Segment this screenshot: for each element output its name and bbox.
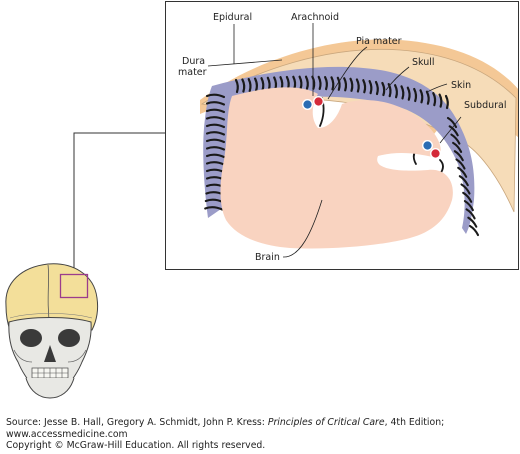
- fold-stroke: [400, 85, 405, 100]
- fold-stroke: [205, 101, 226, 106]
- vein-icon: [302, 98, 314, 110]
- fold-stroke: [452, 141, 463, 153]
- subdural-leader: [439, 116, 462, 144]
- fold-stroke: [438, 93, 443, 108]
- artery-icon: [313, 95, 325, 107]
- fold-stroke: [205, 131, 226, 136]
- fold-stroke: [254, 77, 258, 92]
- zoom-connector: [73, 132, 165, 274]
- label-pia-mater: Pia mater: [356, 36, 402, 47]
- fold-stroke: [336, 76, 341, 91]
- caption-source-line: Source: Jesse B. Hall, Gregory A. Schmid…: [6, 417, 516, 429]
- human-skull-icon: [5, 263, 99, 399]
- fold-stroke: [448, 125, 459, 137]
- caption-website: www.accessmedicine.com: [6, 428, 128, 440]
- label-subdural: Subdural: [464, 100, 507, 111]
- brain-leader: [282, 199, 323, 258]
- fold-stroke: [465, 208, 476, 220]
- fold-stroke: [468, 224, 480, 237]
- fold-stroke: [324, 76, 328, 91]
- fold-stroke: [462, 191, 473, 203]
- fold-stroke: [205, 138, 226, 144]
- caption-source-prefix: Source: Jesse B. Hall, Gregory A. Schmid…: [6, 417, 268, 428]
- fold-stroke: [247, 78, 252, 93]
- fold-stroke: [205, 116, 226, 121]
- fold-stroke: [419, 89, 424, 104]
- fold-stroke: [467, 216, 478, 228]
- fold-stroke: [368, 80, 373, 95]
- fold-stroke: [205, 146, 226, 151]
- fold-stroke: [205, 108, 226, 114]
- fold-stroke: [204, 206, 224, 211]
- fold-stroke: [205, 93, 226, 99]
- fold-stroke: [455, 158, 466, 170]
- pia-mater-leader: [327, 46, 368, 100]
- label-dura-mater-line1: Dura: [182, 56, 205, 67]
- fold-stroke: [394, 84, 398, 99]
- fold-stroke: [205, 123, 226, 129]
- label-skin: Skin: [451, 80, 471, 91]
- label-arachnoid: Arachnoid: [291, 12, 339, 23]
- skin-leader: [426, 83, 448, 93]
- fold-stroke: [205, 161, 226, 166]
- fold-stroke: [425, 90, 430, 105]
- fold-stroke: [453, 150, 464, 162]
- fold-stroke: [406, 86, 411, 101]
- fold-stroke: [413, 87, 418, 103]
- brain-tissue: [220, 87, 453, 249]
- source-caption: Source: Jesse B. Hall, Gregory A. Schmid…: [6, 417, 516, 452]
- fold-stroke: [234, 78, 239, 94]
- fold-stroke: [330, 76, 335, 91]
- fold-stroke: [387, 83, 392, 98]
- caption-source-suffix: , 4th Edition;: [384, 417, 445, 428]
- fold-stroke: [317, 75, 322, 90]
- vein-icon: [422, 139, 434, 151]
- fold-stroke: [446, 116, 458, 129]
- label-epidural: Epidural: [213, 12, 252, 23]
- fold-stroke: [205, 153, 226, 159]
- fold-stroke: [444, 94, 449, 110]
- fold-stroke: [460, 183, 471, 195]
- fold-stroke: [362, 79, 367, 94]
- fold-stroke: [458, 175, 469, 187]
- meninges-layer: [203, 66, 475, 234]
- fold-stroke: [457, 166, 468, 178]
- artery-icon: [430, 147, 442, 159]
- fold-stroke: [241, 78, 246, 93]
- fold-stroke: [432, 92, 437, 107]
- fold-stroke: [381, 81, 386, 97]
- label-brain: Brain: [255, 252, 280, 263]
- fold-stroke: [450, 133, 461, 145]
- vessel-pair-right: [422, 139, 442, 159]
- highlight-region-box: [59, 273, 89, 299]
- fold-stroke: [260, 77, 265, 92]
- fold-stroke: [298, 75, 303, 90]
- fold-stroke: [355, 78, 360, 93]
- fold-stroke: [304, 75, 309, 90]
- meningeal-folds: [204, 75, 480, 237]
- label-skull: Skull: [412, 57, 435, 68]
- fold-stroke: [374, 80, 379, 96]
- fold-stroke: [463, 200, 474, 212]
- dura-mater-leader: [207, 59, 283, 67]
- fold-stroke: [343, 77, 348, 92]
- caption-source-title: Principles of Critical Care: [267, 417, 385, 428]
- label-dura-mater-line2: mater: [178, 67, 207, 78]
- vessel-pair-left: [302, 95, 325, 110]
- caption-copyright: Copyright © McGraw-Hill Education. All r…: [6, 440, 266, 451]
- fold-stroke: [349, 77, 354, 92]
- skull-leader: [385, 66, 410, 91]
